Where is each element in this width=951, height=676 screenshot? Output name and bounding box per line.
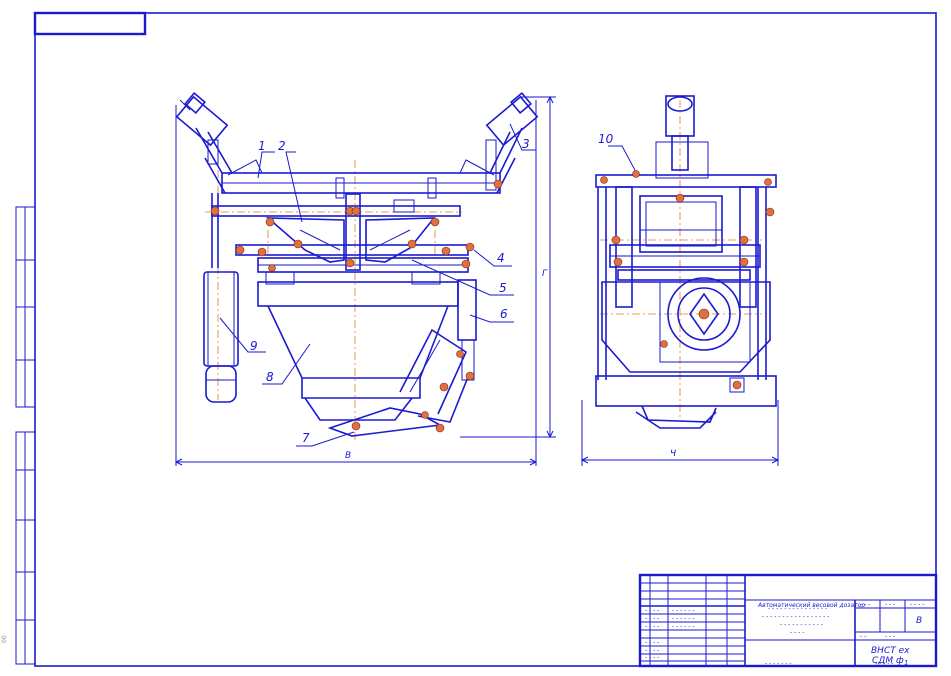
svg-text:- - - - - - - - - - -: - - - - - - - - - - -	[780, 621, 823, 628]
svg-text:- - - -: - - - -	[645, 647, 659, 654]
callout-label-2: 2	[278, 139, 286, 153]
dimension-front-width: В	[345, 451, 351, 461]
svg-text:00: 00	[1, 635, 8, 643]
callout-label-9: 9	[250, 339, 258, 353]
counterweight	[203, 271, 239, 403]
svg-text:- - -: - - -	[885, 601, 895, 608]
title-sheet-letter: В	[916, 616, 922, 626]
sheet-frame: 00	[1, 11, 937, 667]
callout-label-4: 4	[497, 251, 505, 265]
svg-text:- - -: - - -	[885, 633, 895, 640]
svg-text:- - - -: - - - -	[645, 654, 659, 661]
svg-text:- - - - - -: - - - - - -	[672, 615, 695, 622]
callout-label-6: 6	[500, 307, 508, 321]
side-joint-markers	[600, 170, 775, 348]
svg-text:- - - - - -: - - - - - -	[672, 607, 695, 614]
svg-text:- - - - - - - - - - - - - - -: - - - - - - - - - - - - - - -	[768, 605, 827, 612]
dimension-side-width: Ч	[670, 449, 676, 459]
svg-text:- - - -: - - - -	[645, 615, 659, 622]
callout-label-7: 7	[302, 431, 310, 445]
title-block-fine-print: - - - -- - - - - - - - - -- - - - - - - …	[645, 601, 924, 667]
svg-text:- - - -: - - - -	[910, 601, 924, 608]
svg-text:- - - -: - - - -	[645, 639, 659, 646]
title-block: - - - -- - - - - - - - - -- - - - - - - …	[638, 573, 938, 668]
left-pneumatic-cylinder	[175, 92, 229, 165]
callout-label-10: 10	[598, 132, 614, 146]
svg-text:- - - - -: - - - - -	[875, 660, 893, 667]
svg-text:- - - -: - - - -	[645, 623, 659, 630]
callouts: 1 2 3 4 5 6 7 8 9 10	[219, 123, 637, 447]
callout-label-8: 8	[266, 370, 274, 384]
svg-text:- - -: - - -	[860, 601, 870, 608]
title-designation: Автоматический весовой дозатор	[757, 602, 865, 609]
title-org-line1: ВНСТ ex	[871, 646, 910, 656]
svg-text:- - - - - - -: - - - - - - -	[765, 660, 792, 667]
callout-label-1: 1	[258, 139, 266, 153]
front-view: В Г	[174, 92, 556, 466]
svg-text:- - - -: - - - -	[790, 629, 804, 636]
callout-label-5: 5	[499, 281, 507, 295]
svg-text:- - - -: - - - -	[645, 607, 659, 614]
svg-text:- - - - - - - - - - - - - - -: - - - - - - - - - - - - - - - - -	[762, 613, 829, 620]
svg-text:- -: - -	[860, 633, 866, 640]
joint-markers	[210, 179, 503, 433]
right-pneumatic-cylinder	[485, 92, 539, 191]
dimension-front-height: Г	[542, 269, 548, 279]
title-org-line2: СДМ ф	[872, 656, 904, 666]
callout-label-3: 3	[522, 137, 530, 151]
svg-text:- - - - - -: - - - - - -	[672, 623, 695, 630]
title-sheet-number: 1	[904, 659, 908, 667]
side-view: Ч	[580, 95, 780, 466]
